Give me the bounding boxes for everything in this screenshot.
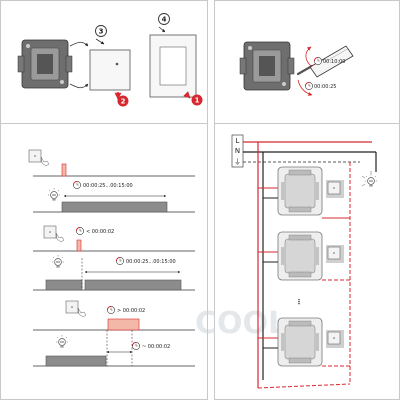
screwdriver-handle xyxy=(309,45,354,78)
timer-module-1 xyxy=(277,166,323,216)
more-modules-ellipsis: ⋮ xyxy=(296,298,303,306)
push-button-icon xyxy=(327,331,341,345)
button-press-pulse xyxy=(76,239,82,252)
lamp-sun-rays xyxy=(361,171,372,187)
step-number-4: 4 xyxy=(162,16,167,24)
step-circle-2 xyxy=(117,95,129,107)
step-number-1: 1 xyxy=(195,97,200,105)
step-4-arrow xyxy=(158,26,166,33)
push-button-icon xyxy=(327,181,341,195)
long-press-label: > 00:00:02 xyxy=(117,308,145,314)
button-long-press-pulse xyxy=(107,318,140,331)
wire-bottom-return xyxy=(257,383,351,389)
off-delay-label: ~ 00:00:02 xyxy=(142,344,170,350)
light-on-bar xyxy=(45,355,107,367)
step-circle-3 xyxy=(95,25,107,37)
clock-icon xyxy=(72,180,82,190)
hand-icon xyxy=(55,232,65,243)
timer-module-3 xyxy=(277,317,323,367)
push-button-icon xyxy=(43,225,57,239)
timing-diagram-1: 00:00:25...00:15:00 xyxy=(28,149,195,213)
time-min-icon xyxy=(313,56,323,66)
clock-icon xyxy=(106,305,116,315)
step-number-3: 3 xyxy=(99,28,104,36)
terminal-label-n: N xyxy=(235,147,240,155)
screwdriver-grip-line xyxy=(324,47,350,63)
button-press-pulse xyxy=(61,163,67,177)
step-circle-4 xyxy=(158,13,170,25)
switch-mechanism-drawing xyxy=(17,39,73,89)
range-label: 00:00:25...00:15:00 xyxy=(126,259,176,265)
frame-inner-opening xyxy=(159,46,187,86)
clock-icon xyxy=(131,341,141,351)
step-3-arrow xyxy=(95,38,105,45)
watermark-text: COOL xyxy=(195,306,287,341)
push-button-icon xyxy=(327,246,341,260)
push-button-icon xyxy=(65,300,79,314)
hand-icon xyxy=(77,307,87,318)
timer-module-2 xyxy=(277,231,323,281)
time-min-label: 00:10:00 xyxy=(323,59,345,65)
remove-arrow xyxy=(69,83,89,89)
step-1-arrow xyxy=(183,91,191,99)
rotate-arc-min xyxy=(305,46,313,68)
lamp-icon xyxy=(364,173,378,188)
wiring-panel: L N ⏚ ⋮ xyxy=(231,134,378,389)
terminal-label-pe: ⏚ xyxy=(234,158,241,166)
timing-panel: 00:00:25...00:15:00 < 00:00:02 00:00:25.… xyxy=(28,149,195,367)
terminal-block xyxy=(231,134,244,168)
timing-diagram-3: > 00:00:02 ~ 00:00:02 xyxy=(33,300,195,367)
terminal-label-l: L xyxy=(236,137,240,145)
bulb-icon xyxy=(51,254,65,269)
push-button-cover-dot xyxy=(115,62,119,66)
timing-diagram-2: < 00:00:02 00:00:25...00:15:00 xyxy=(33,225,195,291)
bulb-icon xyxy=(55,334,69,349)
short-press-label: < 00:00:02 xyxy=(86,229,114,235)
mount-arrow xyxy=(69,41,89,47)
step-circle-1 xyxy=(191,94,203,106)
step-number-2: 2 xyxy=(121,98,126,106)
hand-icon xyxy=(40,156,50,167)
push-button-cover-drawing xyxy=(89,49,131,91)
range-label: 00:00:25...00:15:00 xyxy=(83,183,133,189)
light-on-bar-1 xyxy=(45,279,83,291)
rotate-arc-max xyxy=(297,79,313,96)
bulb-icon xyxy=(47,187,61,202)
clock-icon xyxy=(115,256,125,266)
screwdriver-tip xyxy=(296,64,314,76)
time-max-icon xyxy=(304,81,314,91)
timer-mechanism-drawing xyxy=(239,41,295,91)
installation-panel: 3 4 2 1 xyxy=(17,13,203,107)
clock-icon xyxy=(75,226,85,236)
time-max-label: 00:00:25 xyxy=(314,84,336,90)
adjustment-panel: 00:10:00 00:00:25 xyxy=(239,41,354,96)
push-button-icon xyxy=(28,149,42,163)
light-on-bar-2 xyxy=(84,279,182,291)
light-on-bar xyxy=(61,201,168,213)
